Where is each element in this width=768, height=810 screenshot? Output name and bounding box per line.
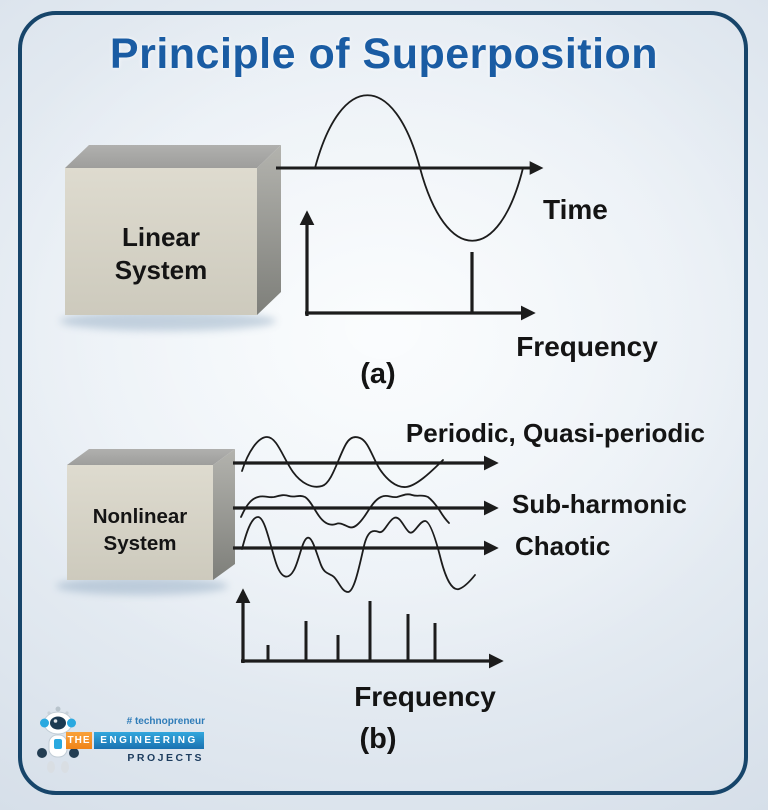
box-front-face xyxy=(67,465,213,580)
linear-system-box xyxy=(60,145,281,331)
nonlinear-system-label: Nonlinear System xyxy=(67,504,213,557)
robot-icon xyxy=(37,706,79,773)
wave-periodic xyxy=(241,436,444,488)
nonlinear-system-label-line1: Nonlinear xyxy=(92,505,188,528)
logo-word-the: THE xyxy=(66,732,92,749)
box-shadow xyxy=(56,577,228,595)
chaotic-signal-label: Chaotic xyxy=(515,531,611,561)
linear-system-label: Linear System xyxy=(65,221,257,288)
output-waveforms-b xyxy=(233,436,499,593)
periodic-signal-label: Periodic, Quasi-periodic xyxy=(405,418,705,448)
box-shadow xyxy=(60,311,276,331)
linear-system-label-line2: System xyxy=(114,255,208,286)
nonlinear-system-label-line2: System xyxy=(103,531,177,555)
box-top-face xyxy=(65,145,281,168)
wave-chaotic xyxy=(241,516,476,593)
frequency-spectrum-a xyxy=(299,210,536,321)
caption-b: (b) xyxy=(359,723,397,755)
logo-word-projects: PROJECTS xyxy=(127,752,204,764)
box-side-face xyxy=(213,449,235,580)
time-waveform-a xyxy=(276,94,544,242)
caption-a: (a) xyxy=(360,358,396,390)
box-side-face xyxy=(257,145,281,315)
nonlinear-system-box xyxy=(56,449,235,595)
page-title: Principle of Superposition xyxy=(109,30,659,78)
linear-system-label-line1: Linear xyxy=(121,222,201,252)
logo-word-engineering: ENGINEERING xyxy=(94,732,204,749)
frequency-a-label: Frequency xyxy=(516,331,658,362)
time-axis-label: Time xyxy=(543,194,608,225)
main-panel xyxy=(18,11,748,795)
subharmonic-signal-label: Sub-harmonic xyxy=(512,489,687,519)
frequency-b-label: Frequency xyxy=(354,681,496,712)
frequency-spectrum-b xyxy=(235,588,504,669)
sine-wave xyxy=(314,94,524,242)
logo-tagline: # technopreneur xyxy=(126,716,205,727)
box-front-face xyxy=(65,168,257,315)
wave-subharmonic xyxy=(240,493,450,529)
spectrum-b-spikes xyxy=(266,601,437,661)
box-top-face xyxy=(67,449,235,465)
